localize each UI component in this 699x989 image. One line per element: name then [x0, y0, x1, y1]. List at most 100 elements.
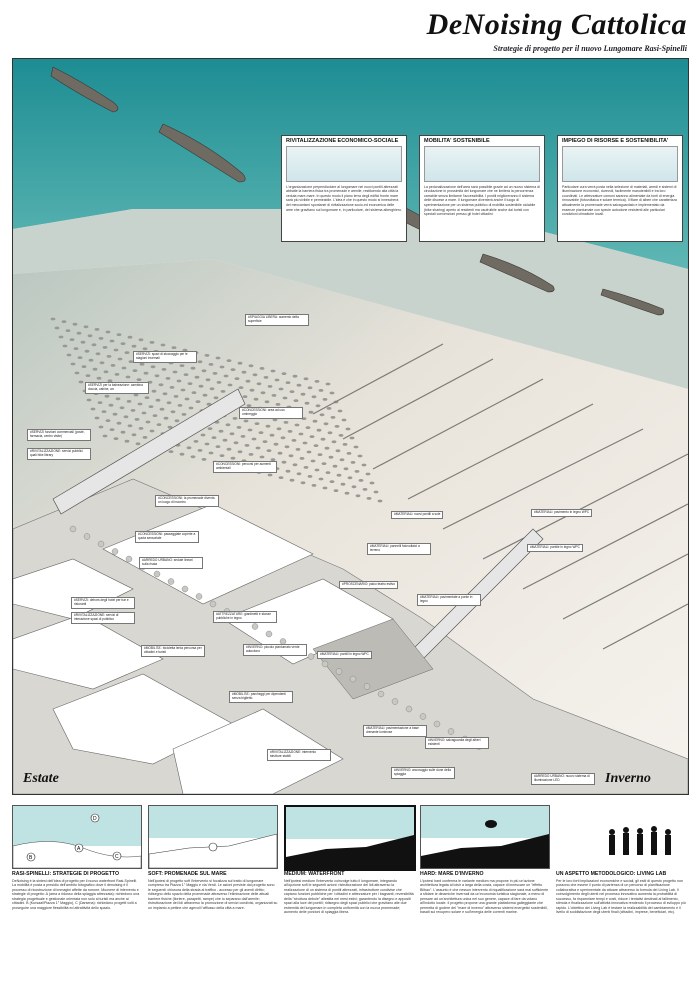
umbrella	[298, 432, 304, 436]
umbrella	[158, 383, 164, 387]
umbrella	[83, 325, 89, 329]
section-text: Per le loro forti implicazioni economich…	[556, 878, 686, 915]
umbrella	[204, 354, 210, 357]
umbrella	[336, 473, 342, 477]
tree	[447, 728, 455, 735]
umbrella	[293, 399, 299, 402]
callout-label: #INVERNO: salvaguardia degli alberi esis…	[425, 737, 489, 749]
umbrella	[253, 397, 259, 401]
umbrella	[289, 478, 295, 482]
umbrella	[247, 428, 253, 432]
umbrella	[349, 436, 355, 440]
season-summer: Estate	[23, 771, 59, 786]
callout-label: #MATERIALI: pontili in legno WPC	[317, 651, 372, 659]
callout-label: #RIVITALIZZAZIONE: servizi di interazion…	[71, 612, 135, 624]
umbrella	[281, 460, 287, 464]
umbrella	[227, 383, 233, 387]
umbrella	[346, 452, 352, 455]
umbrella	[265, 424, 271, 428]
umbrella	[197, 449, 203, 452]
callout-label: #MATERIALI: pavimentate a ponte in legno	[417, 594, 481, 606]
umbrella	[165, 377, 171, 380]
pier	[482, 453, 688, 560]
umbrella	[170, 410, 176, 414]
umbrella	[316, 428, 322, 432]
umbrella	[282, 396, 288, 400]
tree	[265, 630, 273, 638]
callout-label: #MATERIALI: pavimentazione a base drenan…	[363, 725, 427, 737]
umbrella	[144, 396, 150, 399]
pier	[442, 428, 644, 530]
tree	[363, 683, 371, 690]
section-title: UN ASPETTO METODOLOGICO: LIVING LAB	[556, 871, 667, 877]
callout-label: #SPIAGGIA LIBERA: aumento della superfic…	[245, 314, 309, 326]
umbrella	[179, 364, 185, 367]
umbrella	[128, 360, 134, 363]
umbrella	[278, 476, 284, 479]
callout-label: #RIVITALIZZAZIONE: servizi pubblici qual…	[27, 448, 91, 460]
umbrella	[314, 380, 320, 383]
tree	[125, 555, 133, 563]
callout-label: #ARREDO URBANO: sedute lineari sulla ris…	[139, 557, 203, 569]
umbrella	[343, 467, 349, 471]
section-text: Nell'ipotesi medium l'intervento coinvol…	[284, 878, 414, 915]
callout-label: #RIVITALIZZAZIONE: intervento strutture …	[267, 749, 331, 761]
tree	[419, 713, 427, 720]
umbrella	[291, 439, 297, 442]
panel-text: La pedonalizzazione dell'area sarà possi…	[424, 184, 540, 217]
umbrella	[373, 490, 379, 494]
umbrella	[284, 445, 290, 449]
callout-label: #PROSCENARIO: palco teatro estivo	[339, 581, 398, 589]
umbrella	[114, 373, 120, 376]
tree	[335, 668, 343, 675]
umbrella	[61, 320, 67, 323]
umbrella	[272, 418, 278, 422]
umbrella	[240, 435, 246, 438]
umbrella	[305, 426, 311, 429]
umbrella	[300, 481, 306, 485]
panel-text: Particolare cura verrà posta nella selez…	[562, 184, 677, 217]
umbrella	[223, 374, 229, 378]
umbrella	[92, 367, 98, 371]
umbrella	[347, 476, 353, 480]
umbrella	[213, 396, 219, 400]
thumb-soft	[148, 805, 278, 869]
umbrella	[256, 382, 262, 386]
umbrella	[296, 472, 302, 476]
umbrella	[292, 374, 298, 378]
umbrella	[304, 401, 310, 405]
umbrella	[174, 419, 180, 423]
umbrella	[87, 334, 93, 338]
callout-label: #MOBILITA': parcheggi per dipendenti sen…	[229, 691, 293, 703]
section-title: SOFT: PROMENADE SUL MARE	[148, 871, 227, 877]
section-title: MEDIUM: WATERFRONT	[284, 871, 345, 877]
umbrella	[110, 364, 116, 367]
tree	[97, 540, 105, 548]
umbrella	[139, 362, 145, 366]
umbrella	[169, 386, 175, 389]
umbrella	[190, 455, 196, 459]
sea-area	[13, 806, 141, 846]
zone-letter: C	[115, 854, 119, 860]
panel-title: IMPIEGO DI RISORSE E SOSTENIBILITA'	[562, 138, 669, 144]
umbrella	[152, 414, 158, 417]
callout-label: #MATERIALI: pannelli fotovoltaici a terr…	[367, 543, 431, 555]
tree	[167, 578, 175, 585]
breakwater	[600, 288, 665, 316]
umbrella	[103, 370, 109, 374]
umbrella	[216, 381, 222, 384]
umbrella	[225, 423, 231, 427]
umbrella	[193, 440, 199, 443]
callout-label: #INVERNO: ancoraggio sulle dune della sp…	[391, 767, 455, 779]
floating-platform	[485, 820, 497, 828]
umbrella	[155, 398, 161, 402]
callout-label: #SERVIZI: dehors degli hotel per bar e r…	[71, 597, 135, 609]
umbrella	[281, 372, 287, 375]
umbrella	[195, 400, 201, 403]
umbrella	[126, 400, 132, 403]
umbrella	[116, 421, 122, 425]
umbrella	[241, 370, 247, 374]
tree	[377, 690, 385, 698]
umbrella	[80, 340, 86, 344]
umbrella	[177, 404, 183, 407]
